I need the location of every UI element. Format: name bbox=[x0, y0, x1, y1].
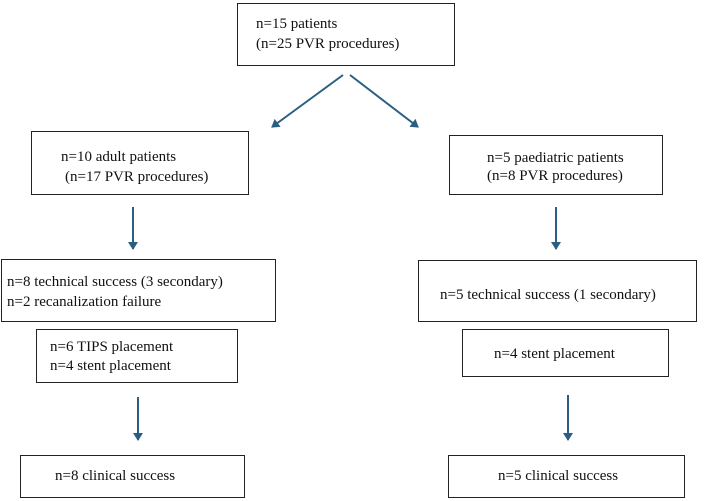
adult-clinical-line-1: n=8 clinical success bbox=[55, 468, 176, 484]
paediatric-clinical-box: n=5 clinical success bbox=[448, 455, 685, 498]
adult-group-box: n=10 adult patients (n=17 PVR procedures… bbox=[31, 131, 249, 195]
paediatric-group-line-1: n=5 paediatric patients bbox=[487, 150, 624, 166]
paediatric-technical-line-1: n=5 technical success (1 secondary) bbox=[440, 287, 656, 303]
adult-technical-box: n=8 technical success (3 secondary) n=2 … bbox=[1, 259, 276, 322]
root-line-1: n=15 patients bbox=[256, 16, 338, 32]
arrow-root-to-adult bbox=[271, 74, 344, 128]
adult-placement-line-1: n=6 TIPS placement bbox=[50, 339, 174, 355]
paediatric-group-line-2: (n=8 PVR procedures) bbox=[487, 168, 623, 184]
adult-placement-line-2: n=4 stent placement bbox=[50, 358, 171, 374]
paediatric-technical-box: n=5 technical success (1 secondary) bbox=[418, 260, 697, 322]
adult-clinical-box: n=8 clinical success bbox=[20, 455, 245, 498]
adult-technical-line-2: n=2 recanalization failure bbox=[7, 294, 162, 310]
root-line-2: (n=25 PVR procedures) bbox=[256, 36, 400, 52]
paediatric-placement-line-1: n=4 stent placement bbox=[494, 346, 615, 362]
paediatric-clinical-line-1: n=5 clinical success bbox=[498, 468, 619, 484]
adult-placement-box: n=6 TIPS placement n=4 stent placement bbox=[36, 329, 238, 383]
root-box: n=15 patients (n=25 PVR procedures) bbox=[237, 3, 455, 66]
paediatric-group-box: n=5 paediatric patients (n=8 PVR procedu… bbox=[449, 135, 663, 195]
adult-group-line-1: n=10 adult patients bbox=[61, 149, 177, 165]
arrow-root-to-paediatric bbox=[349, 74, 419, 128]
paediatric-placement-box: n=4 stent placement bbox=[462, 329, 669, 377]
adult-group-line-2: (n=17 PVR procedures) bbox=[65, 169, 209, 185]
adult-technical-line-1: n=8 technical success (3 secondary) bbox=[7, 274, 223, 290]
